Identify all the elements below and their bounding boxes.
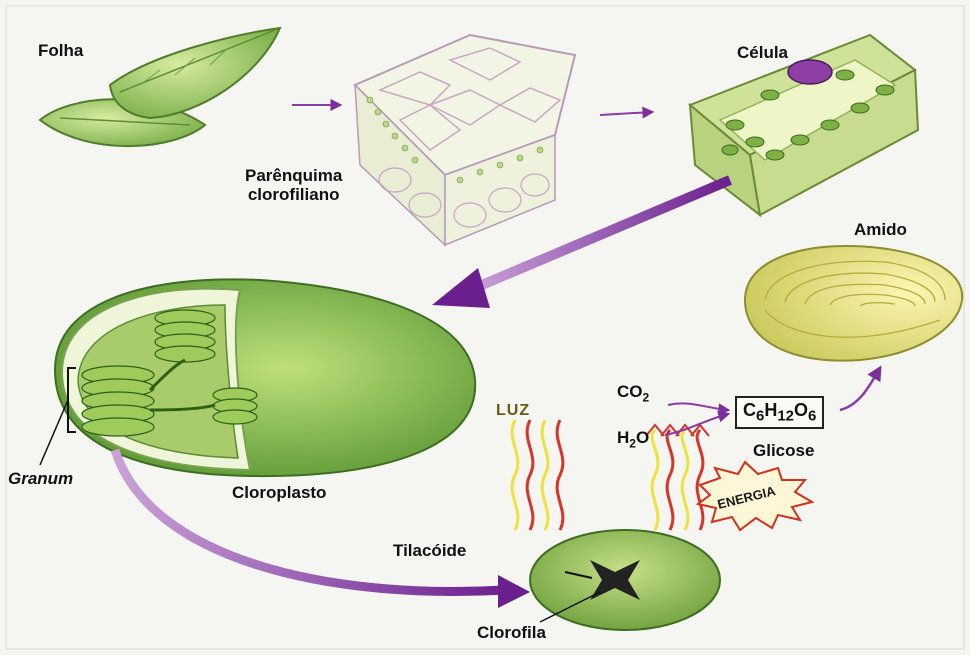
label-luz: LUZ: [496, 402, 530, 420]
label-glicose: Glicose: [753, 442, 814, 461]
label-granum: Granum: [8, 470, 73, 489]
label-cloroplasto: Cloroplasto: [232, 484, 326, 503]
thylakoid-illustration: [530, 530, 720, 630]
label-amido: Amido: [854, 221, 907, 240]
formula-h2o: H2O: [617, 428, 649, 450]
glucose-formula-box: C6H12O6: [735, 396, 824, 429]
formula-co2: CO2: [617, 382, 649, 404]
label-tilacoide: Tilacóide: [393, 542, 466, 561]
label-clorofila: Clorofila: [477, 624, 546, 643]
label-parenquima: Parênquima clorofiliano: [245, 167, 342, 204]
label-folha: Folha: [38, 42, 83, 61]
label-celula: Célula: [737, 44, 788, 63]
